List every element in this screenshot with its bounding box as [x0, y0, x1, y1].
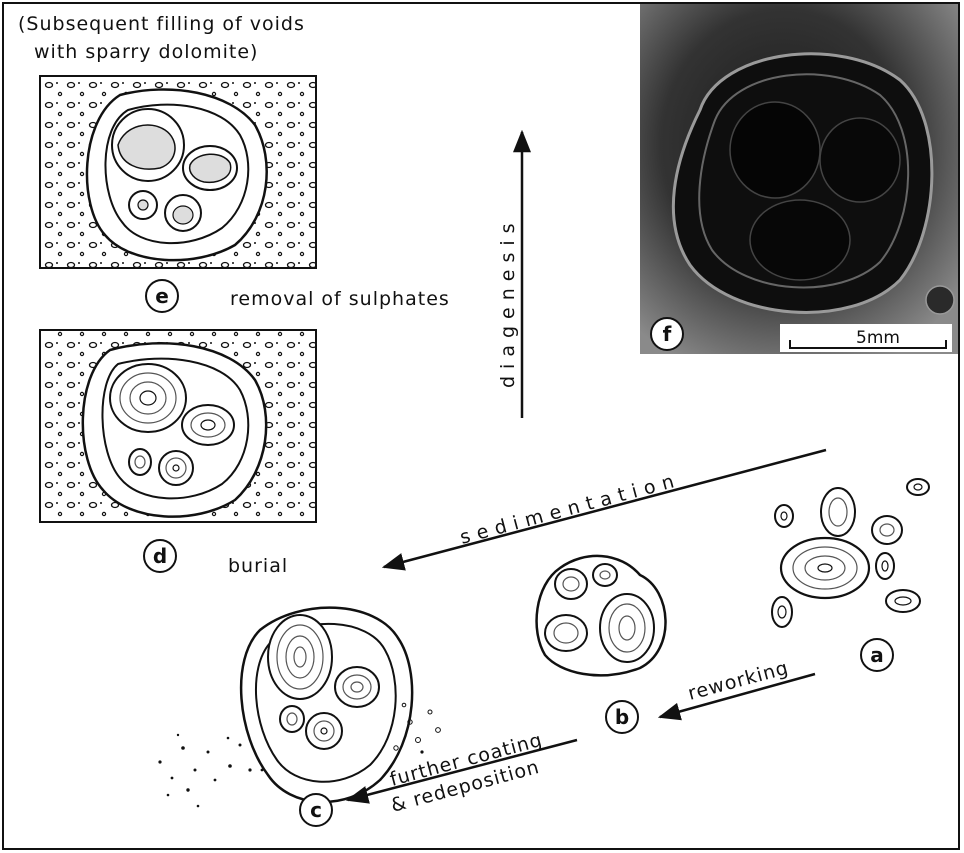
aggregate-b-ooid-1 [555, 569, 587, 599]
panel-e-sulphate-relic-2 [190, 154, 231, 182]
stage-e-label: removal of sulphates [230, 288, 450, 310]
grain-a-6 [886, 590, 920, 612]
grain-a-2 [821, 488, 855, 536]
panel-d [40, 330, 316, 522]
panel-e-sulphate-relic-1 [118, 125, 175, 169]
stage-b-aggregate [537, 556, 666, 675]
panel-e-core-4 [173, 206, 193, 224]
aggregate-c-ooid-2 [335, 667, 379, 707]
photo-panel-f: 5mm f [640, 4, 958, 354]
panel-d-ooid-2 [182, 405, 234, 445]
photo-grain-3 [750, 200, 850, 280]
panel-d-ooid-1 [110, 364, 186, 432]
grain-a-8 [772, 597, 792, 627]
stage-c-aggregate [241, 608, 412, 802]
sedimentation-label: sedimentation [458, 469, 684, 549]
diagenesis-label: diagenesis [497, 216, 519, 388]
grain-a-5 [876, 553, 894, 579]
aggregate-b-ooid-3 [545, 615, 587, 651]
aggregate-c-ooid-3 [280, 706, 304, 732]
stage-c-letter: c [310, 798, 322, 822]
photo-grain-2 [820, 118, 900, 202]
panel-e-core-3 [138, 200, 148, 210]
caption-line-1: (Subsequent filling of voids [18, 13, 305, 35]
caption-line-2: with sparry dolomite) [34, 41, 258, 63]
photo-grain-1 [730, 102, 820, 198]
reworking-label: reworking [686, 657, 792, 705]
panel-e [40, 76, 316, 268]
scale-bar-label: 5mm [856, 328, 900, 348]
stage-e-letter: e [155, 284, 169, 308]
aggregate-c-ooid-4 [306, 713, 342, 749]
stage-b-letter: b [615, 705, 629, 729]
photo-grain-4 [926, 286, 954, 314]
grain-a-4 [872, 516, 902, 544]
grain-a-7 [775, 505, 793, 527]
grain-a-3 [907, 479, 929, 495]
stage-a-grains [772, 479, 929, 627]
stage-a-letter: a [870, 643, 884, 667]
stage-d-label: burial [228, 555, 288, 577]
panel-d-ooid-3 [129, 449, 151, 475]
stage-d-letter: d [153, 544, 167, 568]
aggregate-b-ooid-2 [593, 564, 617, 586]
stage-f-letter: f [663, 322, 672, 346]
panel-d-ooid-4 [159, 451, 193, 485]
